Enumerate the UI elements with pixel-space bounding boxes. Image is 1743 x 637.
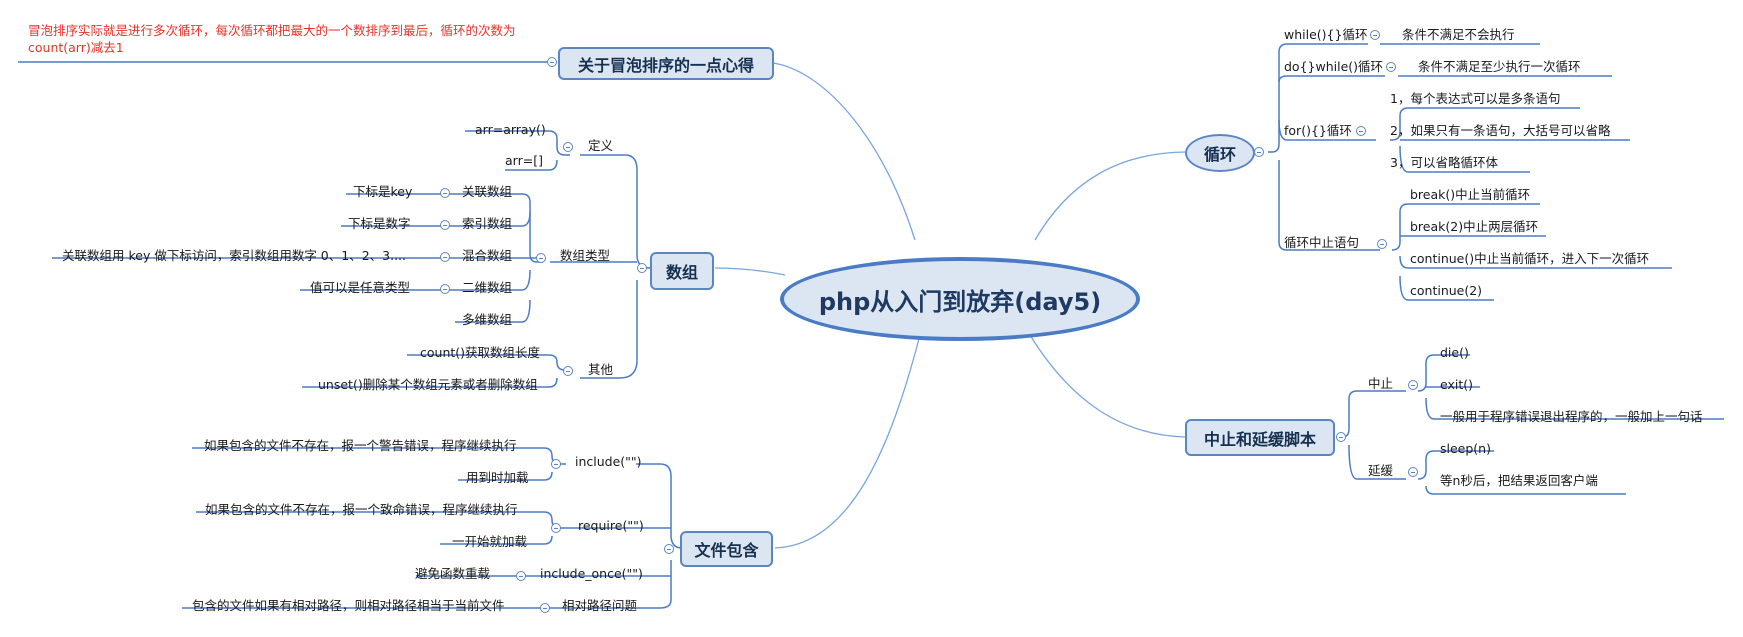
stop-abort-item[interactable]: 一般用于程序错误退出程序的，一般加上一句话	[1440, 409, 1703, 424]
array-type-2d[interactable]: 二维数组	[462, 280, 513, 295]
array-other-item[interactable]: unset()删除某个数组元素或者删除数组	[318, 377, 538, 392]
loop-for-item[interactable]: 2，如果只有一条语句，大括号可以省略	[1390, 123, 1611, 138]
collapse-toggle-icon[interactable]	[1370, 30, 1380, 40]
collapse-toggle-icon[interactable]	[1254, 147, 1264, 157]
array-define-label[interactable]: 定义	[588, 138, 614, 153]
array-other-label[interactable]: 其他	[588, 362, 614, 377]
stop-delay-item[interactable]: sleep(n)	[1440, 441, 1491, 456]
stop-abort-item[interactable]: exit()	[1440, 377, 1473, 392]
loop-break-item[interactable]: continue(2)	[1410, 283, 1483, 298]
loop-break-label[interactable]: 循环中止语句	[1284, 235, 1360, 250]
topic-file-include[interactable]: 文件包含	[680, 531, 773, 567]
array-other-item[interactable]: count()获取数组长度	[420, 345, 541, 360]
loop-while-note[interactable]: 条件不满足不会执行	[1402, 27, 1515, 42]
collapse-toggle-icon[interactable]	[1356, 126, 1366, 136]
topic-bubble-sort[interactable]: 关于冒泡排序的一点心得	[558, 47, 774, 80]
central-topic[interactable]: php从入门到放弃(day5)	[780, 257, 1140, 341]
stop-delay-label[interactable]: 延缓	[1368, 463, 1394, 478]
collapse-toggle-icon[interactable]	[664, 544, 674, 554]
array-type-note[interactable]: 下标是数字	[348, 216, 411, 231]
loop-break-item[interactable]: continue()中止当前循环，进入下一次循环	[1410, 251, 1650, 266]
topic-stop-delay[interactable]: 中止和延缓脚本	[1185, 419, 1335, 456]
include-item[interactable]: 用到时加载	[466, 470, 529, 485]
collapse-toggle-icon[interactable]	[1408, 380, 1418, 390]
collapse-toggle-icon[interactable]	[440, 252, 450, 262]
collapse-toggle-icon[interactable]	[536, 253, 546, 263]
collapse-toggle-icon[interactable]	[440, 284, 450, 294]
collapse-toggle-icon[interactable]	[1377, 239, 1387, 249]
loop-for-item[interactable]: 1，每个表达式可以是多条语句	[1390, 91, 1561, 106]
loop-dowhile-label[interactable]: do{}while()循环	[1284, 59, 1384, 74]
array-type-multi[interactable]: 多维数组	[462, 312, 513, 327]
include-once-label[interactable]: include_once("")	[540, 566, 643, 581]
array-type-note[interactable]: 下标是key	[353, 184, 413, 199]
loop-for-item[interactable]: 3，可以省略循环体	[1390, 155, 1498, 170]
stop-abort-item[interactable]: die()	[1440, 345, 1469, 360]
stop-delay-item[interactable]: 等n秒后，把结果返回客户端	[1440, 473, 1598, 488]
collapse-toggle-icon[interactable]	[563, 366, 573, 376]
collapse-toggle-icon[interactable]	[551, 459, 561, 469]
loop-dowhile-note[interactable]: 条件不满足至少执行一次循环	[1418, 59, 1581, 74]
collapse-toggle-icon[interactable]	[1386, 62, 1396, 72]
collapse-toggle-icon[interactable]	[440, 188, 450, 198]
include-label[interactable]: include("")	[575, 454, 642, 469]
array-type-assoc[interactable]: 关联数组	[462, 184, 513, 199]
array-define-item[interactable]: arr=array()	[475, 122, 546, 137]
loop-while-label[interactable]: while(){}循环	[1284, 27, 1368, 42]
collapse-toggle-icon[interactable]	[540, 603, 550, 613]
bubble-sort-note: 冒泡排序实际就是进行多次循环，每次循环都把最大的一个数排序到最后，循环的次数为c…	[28, 23, 516, 55]
require-item[interactable]: 一开始就加载	[452, 534, 528, 549]
array-types-label[interactable]: 数组类型	[560, 248, 611, 263]
include-once-note[interactable]: 避免函数重载	[415, 566, 491, 581]
loop-break-item[interactable]: break()中止当前循环	[1410, 187, 1531, 202]
array-define-item[interactable]: arr=[]	[505, 153, 543, 168]
collapse-toggle-icon[interactable]	[1408, 467, 1418, 477]
topic-loop[interactable]: 循环	[1185, 134, 1255, 172]
collapse-toggle-icon[interactable]	[1336, 432, 1346, 442]
collapse-toggle-icon[interactable]	[563, 142, 573, 152]
include-item[interactable]: 如果包含的文件不存在，报一个警告错误，程序继续执行	[204, 438, 517, 453]
require-label[interactable]: require("")	[578, 518, 644, 533]
stop-abort-label[interactable]: 中止	[1368, 376, 1394, 391]
topic-array[interactable]: 数组	[650, 252, 714, 290]
array-type-note[interactable]: 关联数组用 key 做下标访问，索引数组用数字 0、1、2、3....	[62, 248, 407, 263]
relative-path-label[interactable]: 相对路径问题	[562, 598, 638, 613]
relative-path-note[interactable]: 包含的文件如果有相对路径，则相对路径相当于当前文件	[192, 598, 505, 613]
collapse-toggle-icon[interactable]	[440, 220, 450, 230]
collapse-toggle-icon[interactable]	[547, 57, 557, 67]
collapse-toggle-icon[interactable]	[516, 571, 526, 581]
collapse-toggle-icon[interactable]	[637, 263, 647, 273]
require-item[interactable]: 如果包含的文件不存在，报一个致命错误，程序继续执行	[205, 502, 518, 517]
loop-for-label[interactable]: for(){}循环	[1284, 123, 1352, 138]
collapse-toggle-icon[interactable]	[551, 523, 561, 533]
array-type-note[interactable]: 值可以是任意类型	[310, 280, 411, 295]
loop-break-item[interactable]: break(2)中止两层循环	[1410, 219, 1539, 234]
array-type-mixed[interactable]: 混合数组	[462, 248, 513, 263]
array-type-index[interactable]: 索引数组	[462, 216, 513, 231]
